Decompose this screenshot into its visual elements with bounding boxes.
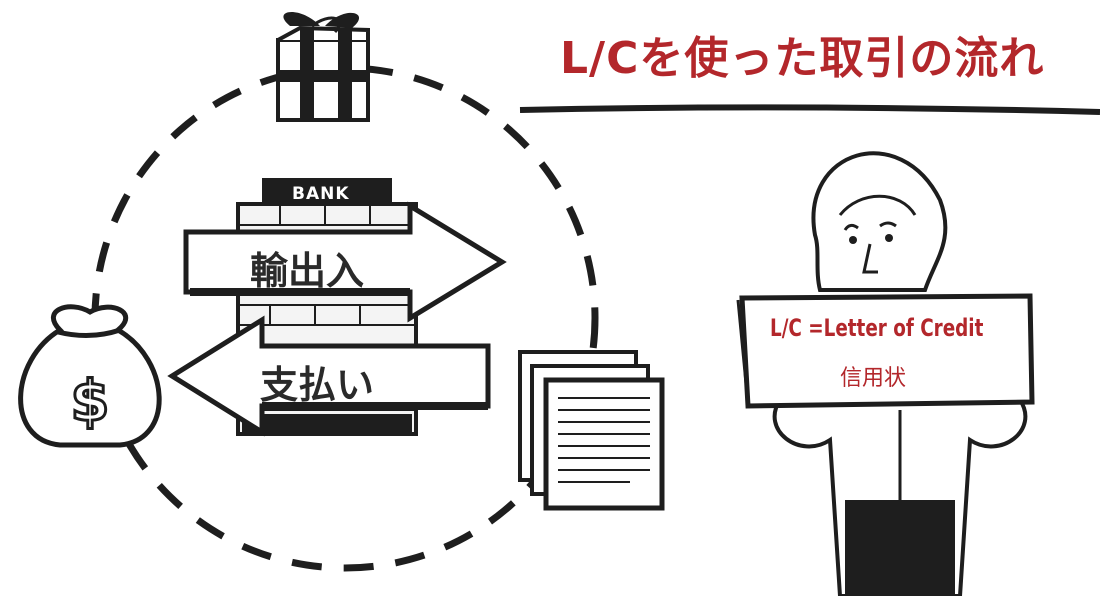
gift-box-icon [276,12,370,122]
payment-arrow [167,315,491,437]
payment-label: 支払い [260,363,375,407]
placard-japanese: 信用状 [840,366,907,391]
page-title: L/Cを使った取引の流れ [560,33,1045,84]
export-import-label: 輸出入 [250,249,365,293]
title-underline [519,104,1100,115]
money-bag-icon: $ [18,304,162,448]
export-import-arrow [183,201,507,323]
person-icon [772,151,1028,598]
documents-icon [518,350,665,511]
placard [736,293,1035,409]
bank-sign-label: BANK [292,184,350,204]
svg-text:$: $ [71,369,110,434]
placard-definition: L/C =Letter of Credit [770,314,984,342]
